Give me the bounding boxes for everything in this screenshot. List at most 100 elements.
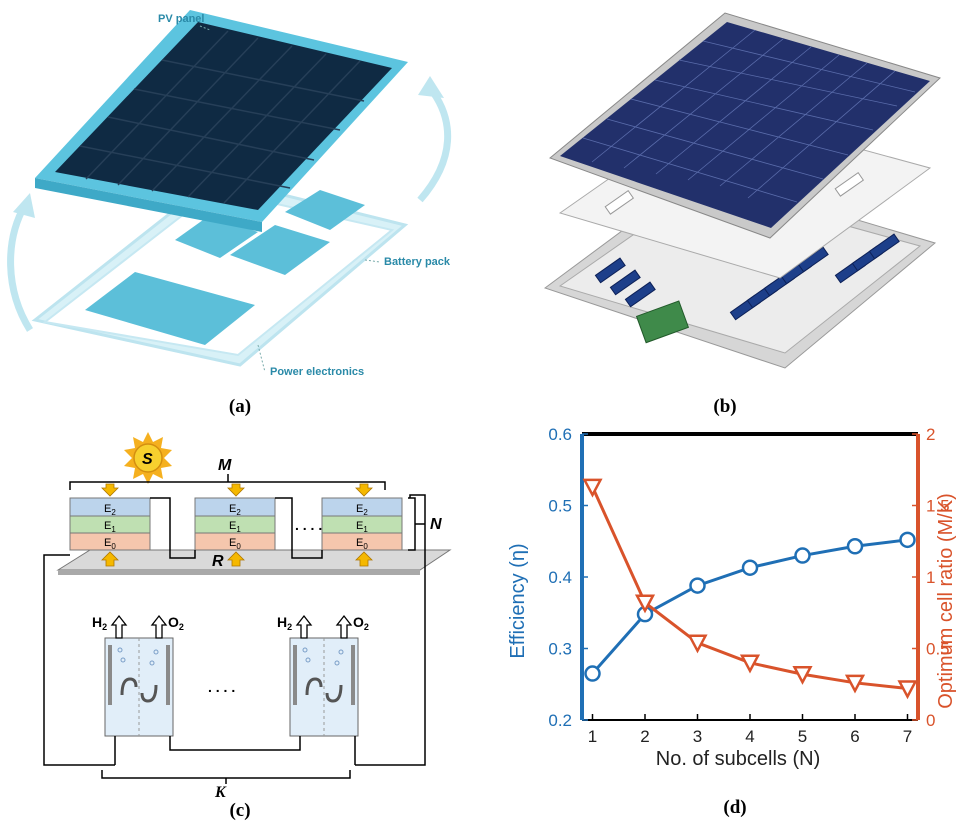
- right-curved-arrow: [417, 85, 452, 203]
- k-label: K: [215, 784, 226, 801]
- layer-e0: [194, 532, 276, 551]
- electrolyzer-2: [289, 637, 359, 737]
- label-battery-pack: Battery pack: [384, 256, 451, 268]
- left-curved-arrow: [7, 203, 33, 332]
- svg-text:E0: E0: [229, 537, 241, 551]
- solar-module-exploded-render: [543, 12, 941, 369]
- x-tick-label: 7: [903, 727, 912, 746]
- y-tick-label-left: 0.3: [548, 640, 572, 659]
- gas-outlet-arrows: [110, 614, 353, 639]
- x-tick-label: 6: [850, 727, 859, 746]
- label-pv-panel: PV panel: [158, 13, 204, 25]
- sun-label: S: [142, 451, 153, 468]
- data-point-triangle: [634, 594, 656, 614]
- data-point-triangle: [582, 478, 603, 498]
- n-label: N: [430, 516, 442, 533]
- caption-d: (d): [723, 797, 747, 818]
- battery-block: [230, 225, 330, 275]
- pv-module-grid: [582, 29, 916, 203]
- n-brace: [408, 497, 416, 551]
- data-point-circle: [584, 665, 601, 682]
- caption-a: (a): [228, 396, 252, 417]
- label-power-electronics: Power electronics: [270, 366, 364, 378]
- o2-label: O2: [168, 614, 184, 632]
- leader-line: [199, 25, 211, 31]
- h2-label: H2: [277, 614, 292, 632]
- panel-d: 1 2 3 4 5 6 7 0.2 0.3 0.4 0.5 0.6 0 0.5 1 1.5 2 Efficien…: [490, 420, 966, 780]
- x-tick-label: 3: [693, 727, 702, 746]
- x-tick-label: 4: [745, 727, 754, 746]
- leader-line: [257, 344, 266, 373]
- caption-b: (b): [713, 396, 737, 417]
- data-point-circle: [741, 559, 759, 576]
- ellipsis-top: . . . .: [295, 517, 322, 533]
- light-arrows: [101, 483, 373, 567]
- right-arrow-head: [418, 76, 444, 98]
- svg-text:E2: E2: [356, 503, 368, 517]
- wire: [275, 497, 323, 559]
- efficiency-chart: 1 2 3 4 5 6 7 0.2 0.3 0.4 0.5 0.6 0 0.5 1 1.5 2 Efficien…: [507, 425, 957, 770]
- x-axis-label: No. of subcells (N): [656, 748, 821, 770]
- svg-text:E1: E1: [104, 520, 116, 534]
- svg-text:E0: E0: [104, 537, 116, 551]
- wire: [150, 497, 196, 559]
- y-tick-label-right: 2: [926, 425, 935, 444]
- data-point-circle: [846, 538, 864, 555]
- wire: [43, 554, 115, 766]
- data-point-triangle: [844, 674, 866, 694]
- caption-c: (c): [229, 800, 251, 821]
- battery-block: [285, 190, 365, 230]
- y-tick-label-left: 0.5: [548, 497, 572, 516]
- y-tick-label-left: 0.2: [548, 711, 572, 730]
- y-tick-label-right: 1.5: [926, 497, 950, 516]
- panel-c: S M E2 E1 E0 E2 E1 E0: [30, 430, 480, 795]
- left-arrow-head: [13, 193, 35, 218]
- layer-e0: [69, 532, 151, 551]
- h2-label: H2: [92, 614, 107, 632]
- data-point-triangle: [739, 654, 761, 674]
- ellipsis-bottom: . . . .: [208, 679, 235, 695]
- sun-icon: [124, 432, 172, 484]
- tandem-cell-electrolyzer-diagram: S M E2 E1 E0 E2 E1 E0: [43, 432, 452, 784]
- data-point-circle: [899, 531, 916, 549]
- o2-label: O2: [353, 614, 369, 632]
- data-point-circle: [689, 577, 706, 594]
- pv-cell-grid: [79, 30, 365, 204]
- panel-a: PV panel Battery pack Power electronics: [0, 0, 480, 390]
- wire: [169, 736, 301, 751]
- y-tick-label-left: 0.6: [548, 425, 572, 444]
- solar-battery-exploded-illustration: PV panel Battery pack Power electronics: [7, 10, 452, 378]
- y-tick-label-right: 1: [926, 568, 935, 587]
- y-tick-label-right: 0: [926, 711, 935, 730]
- k-brace: [101, 770, 351, 779]
- power-electronics-block: [85, 272, 255, 345]
- svg-text:E2: E2: [104, 503, 116, 517]
- electrolyzer-1: [104, 637, 174, 737]
- layer-e0: [321, 532, 403, 551]
- data-point-circle: [794, 547, 811, 564]
- x-tick-label: 5: [798, 727, 807, 746]
- svg-text:E0: E0: [356, 537, 368, 551]
- wire: [355, 494, 426, 766]
- panel-b: [535, 8, 955, 383]
- svg-text:E1: E1: [356, 520, 368, 534]
- m-label: M: [218, 457, 232, 474]
- y-axis-label-left: Efficiency (η): [507, 543, 529, 658]
- x-tick-label: 1: [588, 727, 597, 746]
- x-tick-label: 2: [640, 727, 649, 746]
- pv-panel-edge: [35, 178, 262, 232]
- cell-stack-2: E2 E1 E0: [194, 497, 276, 551]
- y-tick-label-left: 0.4: [548, 568, 572, 587]
- r-label: R: [212, 553, 224, 570]
- y-axis-label-right: Optimum cell ratio (M/K): [935, 493, 957, 709]
- svg-text:E2: E2: [229, 503, 241, 517]
- y-tick-label-right: 0.5: [926, 640, 950, 659]
- data-point-triangle: [687, 634, 708, 654]
- data-point-triangle: [897, 680, 918, 700]
- data-point-triangle: [792, 665, 813, 685]
- cell-stack-1: E2 E1 E0: [69, 497, 151, 551]
- svg-text:E1: E1: [229, 520, 241, 534]
- battery-cells: [594, 233, 900, 321]
- cell-stack-3: E2 E1 E0: [321, 497, 403, 551]
- circuit-board: [635, 300, 690, 344]
